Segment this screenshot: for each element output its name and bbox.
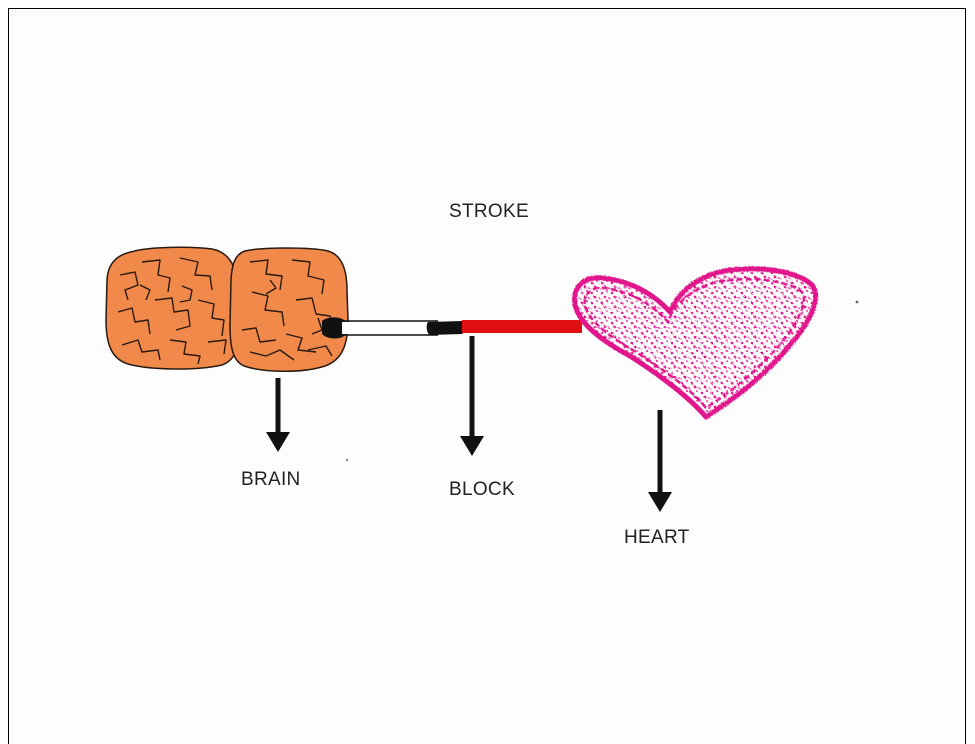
heart-label: HEART [624, 527, 690, 549]
artery-clear-section [342, 321, 438, 335]
arrow-to-block [460, 336, 484, 456]
artery-blocked-section [462, 320, 582, 333]
brain-icon [106, 247, 348, 371]
brain-label: BRAIN [241, 469, 301, 491]
clot-block [427, 321, 465, 335]
speck [856, 301, 859, 304]
arrow-to-brain [266, 378, 290, 452]
block-label: BLOCK [449, 479, 515, 501]
arrow-to-heart [648, 410, 672, 512]
diagram-title: STROKE [449, 201, 529, 223]
speck [346, 459, 348, 461]
heart-icon [575, 269, 816, 417]
